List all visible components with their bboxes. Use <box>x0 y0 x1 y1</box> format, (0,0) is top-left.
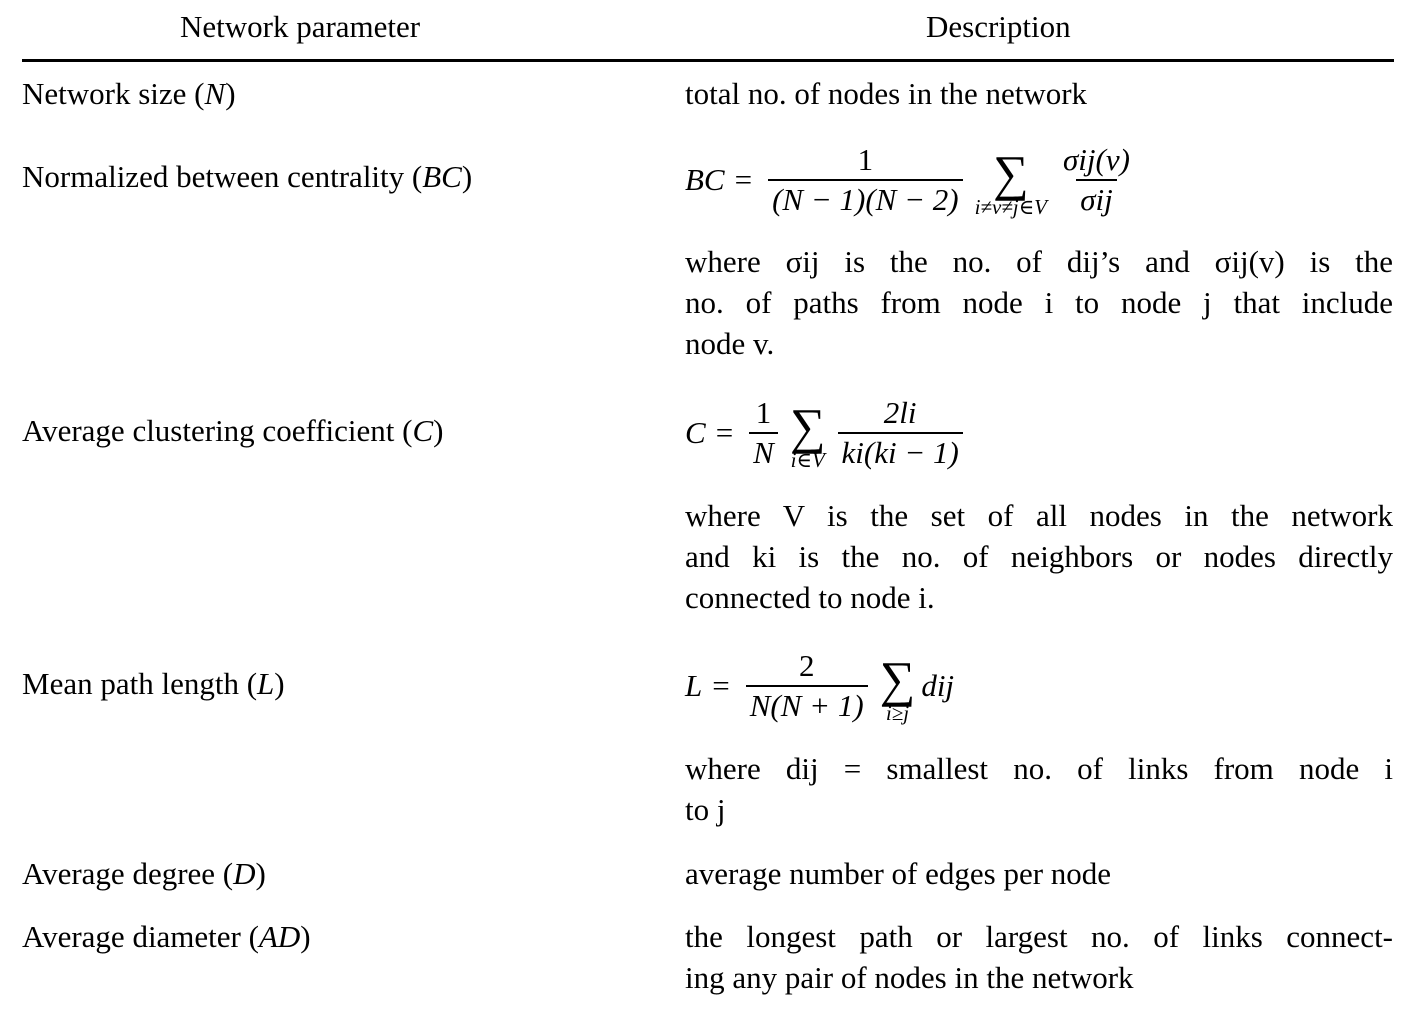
param-network-size: Network size (N) <box>22 76 236 111</box>
desc-mean-path-where: where dij = smallest no. of links from n… <box>685 751 1393 827</box>
param-betweenness-centrality: Normalized between centrality (BC) <box>22 159 473 194</box>
desc-bc-where: where σij is the no. of dij’s and σij(v)… <box>685 244 1393 361</box>
desc-clustering-where: where V is the set of all nodes in the n… <box>685 498 1393 615</box>
desc-network-size: total no. of nodes in the network <box>685 76 1088 111</box>
formula-bc: BC= 1(N − 1)(N − 2) ∑i≠v≠j∈V σij(v)σij <box>685 142 1130 219</box>
param-mean-path-length: Mean path length (L) <box>22 666 285 701</box>
param-clustering-coefficient: Average clustering coefficient (C) <box>22 413 444 448</box>
param-average-diameter: Average diameter (AD) <box>22 919 311 954</box>
param-average-degree: Average degree (D) <box>22 856 266 891</box>
header-rule <box>22 59 1394 62</box>
header-network-parameter: Network parameter <box>180 9 421 44</box>
desc-average-degree: average number of edges per node <box>685 856 1112 891</box>
header-description: Description <box>926 9 1071 44</box>
desc-average-diameter: the longest path or largest no. of links… <box>685 919 1393 995</box>
